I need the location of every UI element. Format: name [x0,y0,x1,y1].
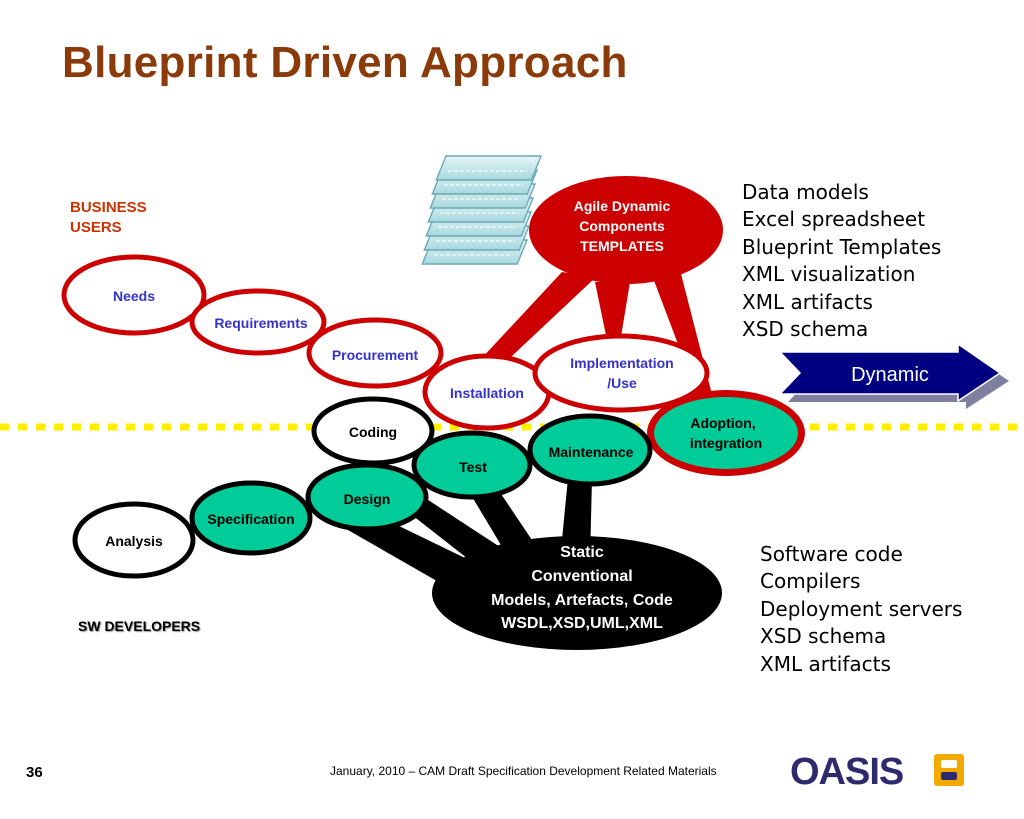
stage-analysis-label: Analysis [105,533,163,549]
business-users-label-line: BUSINESS [70,199,147,216]
agile-callout-line: Components [579,218,665,234]
oasis-logo: OASIS [790,748,970,793]
stage-installation-label: Installation [450,385,524,401]
static-conventional-callout [432,536,722,650]
stage-needs-label: Needs [113,288,155,304]
stage-design: Design [305,462,429,532]
stage-maintenance-label: Maintenance [549,444,634,460]
stage-coding-label: Coding [349,424,397,440]
business-users-label-line: USERS [70,219,122,236]
business-users-label: BUSINESS USERS [70,198,147,238]
stage-analysis: Analysis [72,501,196,579]
list-item: Deployment servers [760,596,963,621]
dynamic-arrow: Dynamic [778,342,1009,409]
stage-specification: Specification [189,480,313,556]
page-title: Blueprint Driven Approach [62,38,628,87]
agile-components-callout [529,176,723,284]
stage-procurement: Procurement [306,317,444,389]
stage-maintenance: Maintenance [527,413,653,487]
dynamic-arrow-label: Dynamic [851,364,929,386]
svg-text:OASIS: OASIS [790,751,903,792]
static-callout-line: Static [560,544,604,561]
list-item: XSD schema [760,624,887,649]
static-callout-line: Models, Artefacts, Code [491,592,673,609]
list-item: XSD schema [742,317,869,342]
static-artifacts-list: Software code Compilers Deployment serve… [760,541,962,678]
list-item: XML visualization [742,262,916,287]
stage-implementation-label: Implementation [570,355,673,371]
list-item: Compilers [760,569,861,594]
stage-implementation-label: /Use [607,375,637,391]
list-item: XML artifacts [742,289,873,314]
list-item: Blueprint Templates [742,234,942,259]
agile-callout-line: TEMPLATES [580,238,664,254]
list-item: XML artifacts [760,651,891,676]
list-item: Data models [742,180,869,204]
list-item: Software code [760,542,903,566]
stage-design-label: Design [344,491,391,507]
list-item: Excel spreadsheet [742,207,926,232]
stage-implementation: Implementation /Use [532,333,710,413]
stage-test: Test [411,430,533,500]
footer-caption: January, 2010 – CAM Draft Specification … [330,764,717,778]
static-callout-line: Conventional [531,568,632,585]
stage-adoption-label: integration [690,435,762,451]
dynamic-artifacts-list: Data models Excel spreadsheet Blueprint … [742,179,941,343]
stage-adoption-label: Adoption, [690,415,755,431]
stage-coding: Coding [311,396,435,466]
stage-installation: Installation [422,353,552,431]
stage-requirements-label: Requirements [214,315,308,331]
stage-needs: Needs [61,254,207,336]
document-stack-icon [421,155,543,265]
oasis-logo-mark [934,754,964,786]
stage-test-label: Test [459,459,487,475]
stage-adoption: Adoption, integration [647,390,805,476]
sw-developers-label: SW DEVELOPERS [78,618,201,634]
static-callout-line: WSDL,XSD,UML,XML [501,615,663,632]
stage-requirements: Requirements [189,288,327,356]
stage-specification-label: Specification [207,511,294,527]
stage-procurement-label: Procurement [332,347,419,363]
agile-callout-line: Agile Dynamic [574,198,671,214]
page-number: 36 [26,764,43,781]
